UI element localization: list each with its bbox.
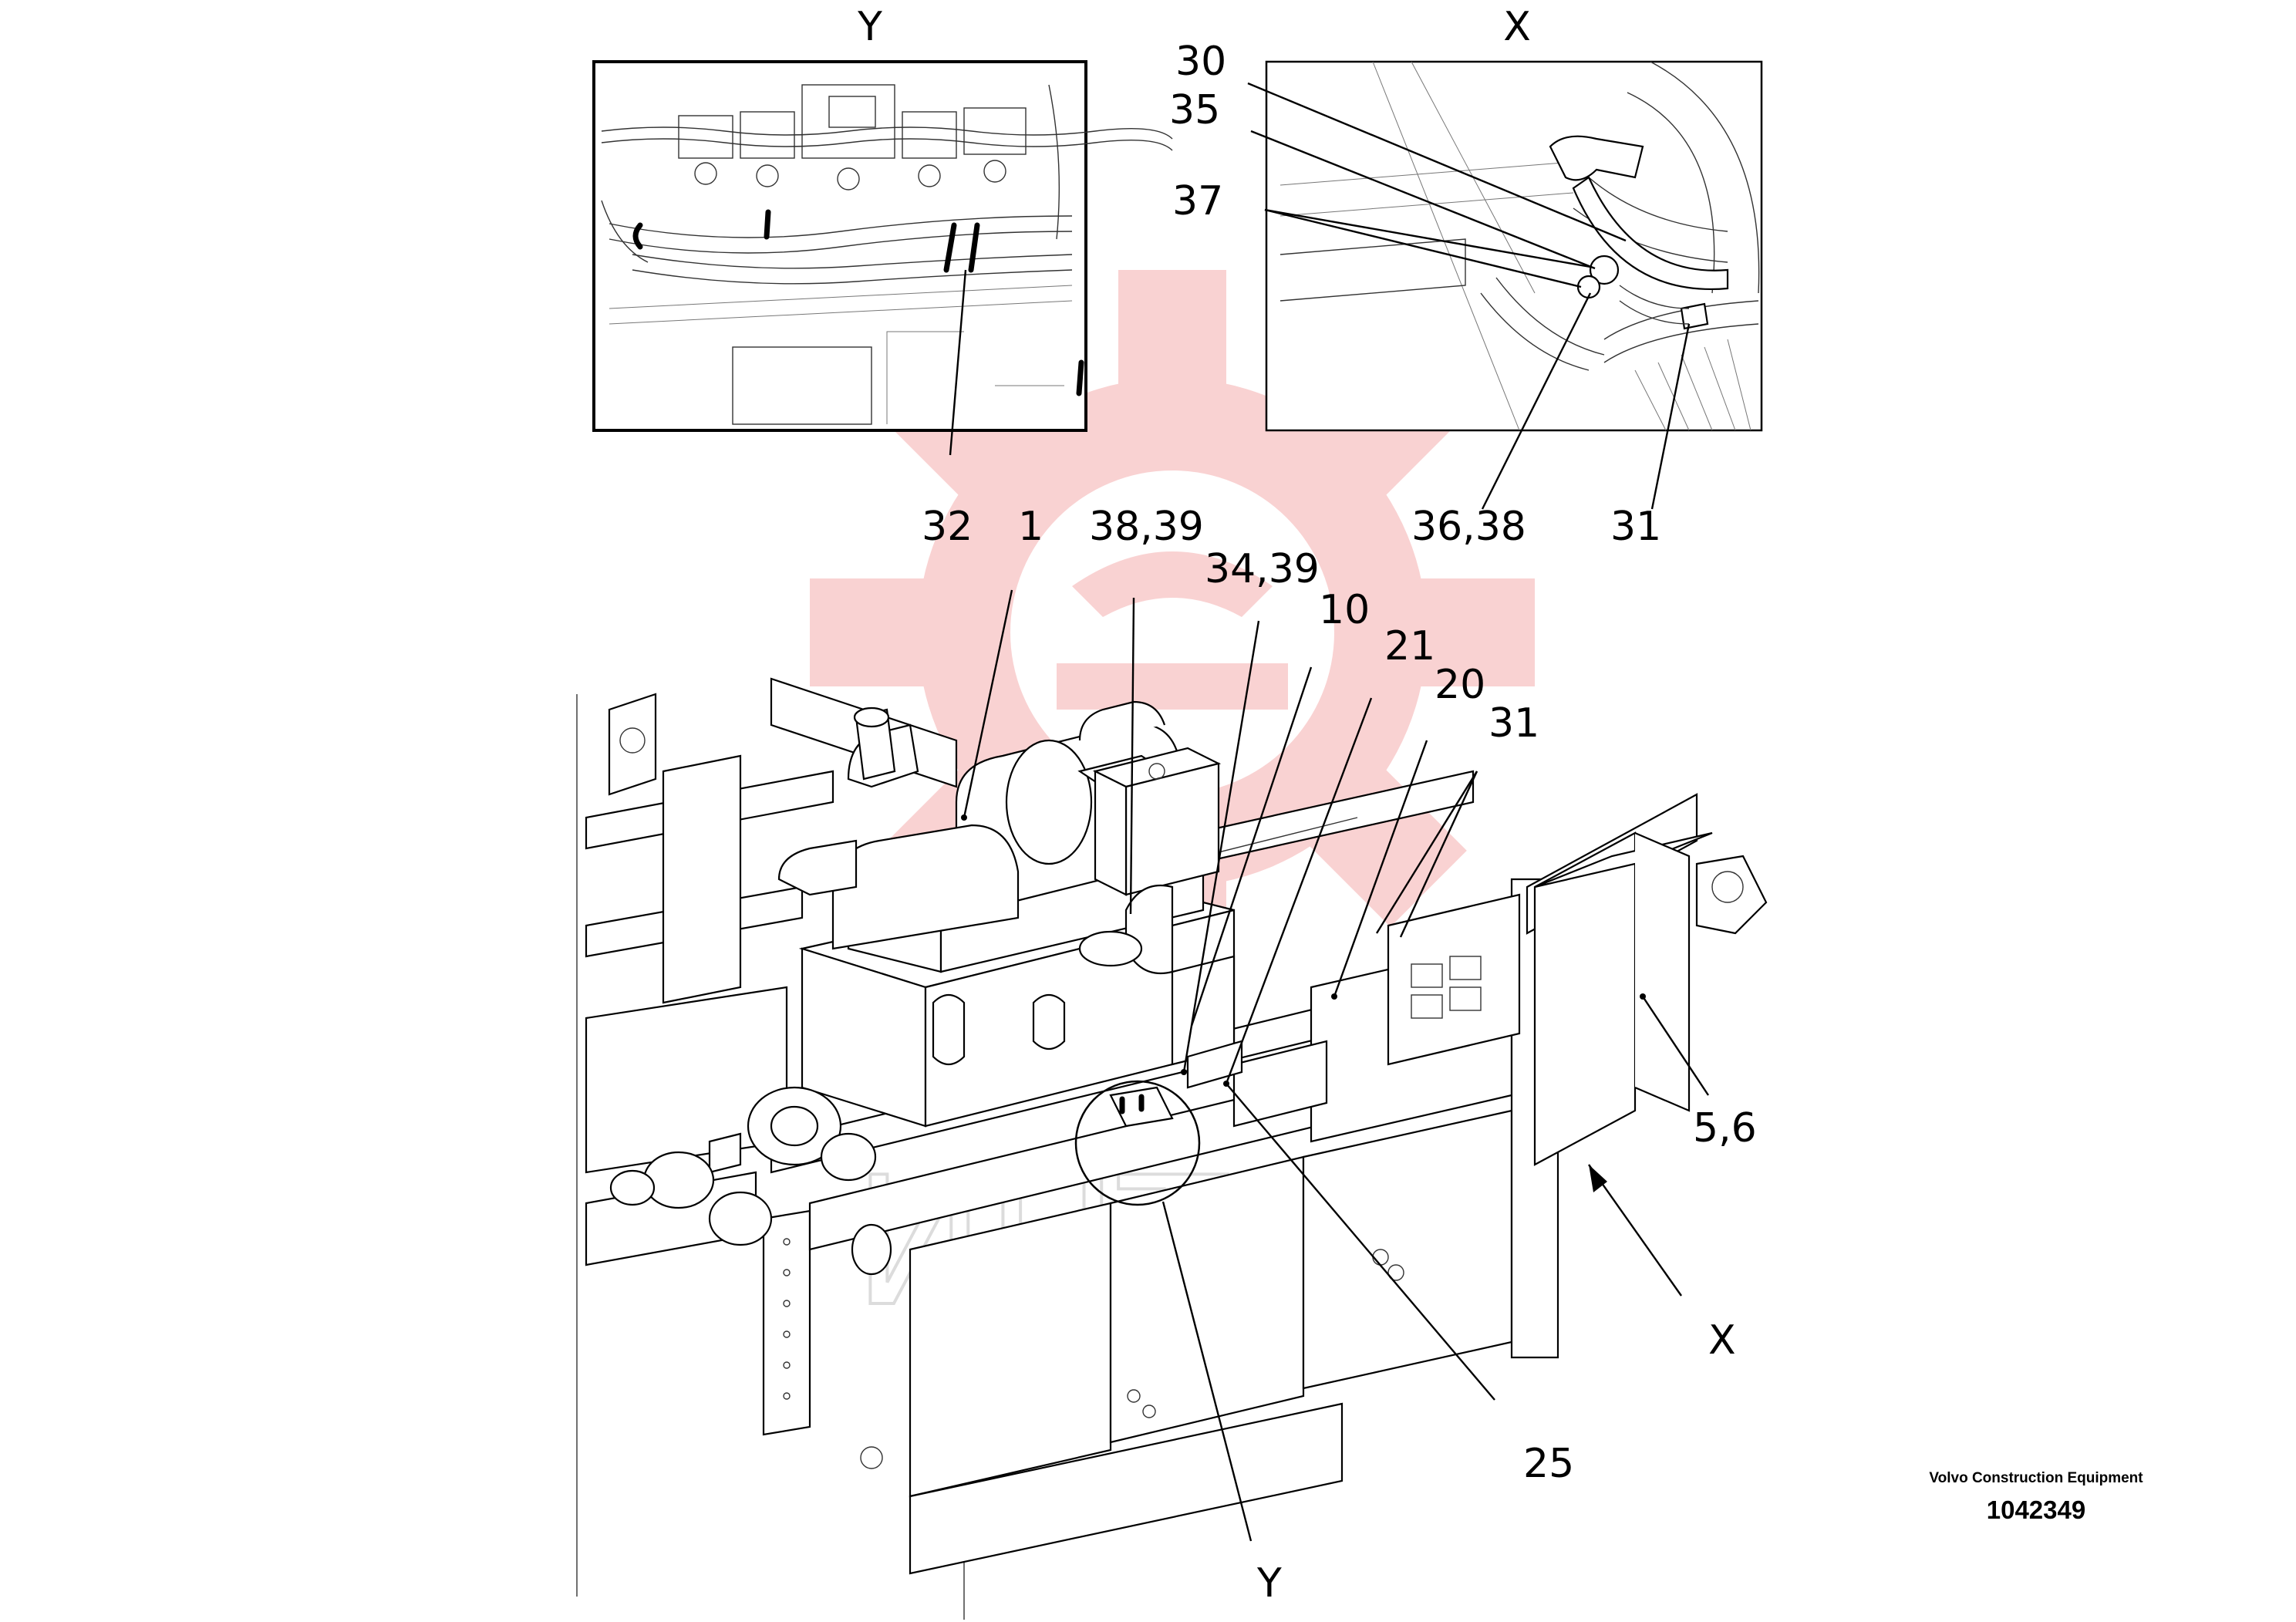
callout-30: 30 [1175,39,1226,85]
engine [609,700,1243,1276]
view-x-direction-arrow [1588,1164,1682,1297]
drawing-number: 1042349 [1986,1496,2086,1524]
view-x-letter: X [1503,4,1531,50]
frame-holes [783,1238,791,1400]
front-pumps [609,1086,892,1276]
view-y-frame [592,60,1087,432]
callout-32: 32 [922,504,973,550]
callout-1: 1 [1018,504,1043,550]
callout-37: 37 [1172,178,1223,224]
detail-view-y: Y [592,4,1173,456]
main-assembly-view [576,677,1768,1620]
y-circle-contents [1109,1086,1174,1128]
view-y-hydraulic-block [601,84,1173,425]
callout-labels: 30 35 37 32 1 38,39 36,38 31 34,39 10 21… [922,39,1757,1607]
callout-view-y-circle: Y [1256,1560,1282,1607]
callout-view-x-arrow: X [1708,1317,1736,1364]
callout-10: 10 [1319,587,1370,633]
callout-35: 35 [1169,87,1220,133]
callout-25: 25 [1523,1441,1574,1487]
callout-20: 20 [1435,662,1485,708]
drawing-title-block: Volvo Construction Equipment 1042349 [1913,1469,2159,1525]
manufacturer-name: Volvo Construction Equipment [1929,1470,2143,1486]
view-x-hose-and-frame [1279,61,1760,431]
view-y-clamp-marks [632,209,1084,396]
view-y-detail-circle [1074,1080,1201,1206]
leader-lines [963,589,1709,1542]
view-y-letter: Y [857,4,882,50]
callout-5-6: 5,6 [1693,1105,1757,1152]
chassis-frame [576,677,1768,1620]
view-x-frame [1265,60,1763,432]
callout-31-main: 31 [1489,700,1539,747]
callout-38-39: 38,39 [1089,504,1204,550]
callout-34-39: 34,39 [1205,546,1320,592]
callout-31-view-x: 31 [1610,504,1661,550]
callout-36-38: 36,38 [1411,504,1526,550]
electrical-cabinet [1533,831,1713,1166]
callout-21: 21 [1384,623,1435,669]
detail-view-x: X [1247,4,1763,510]
radiator-block [1092,747,1222,896]
